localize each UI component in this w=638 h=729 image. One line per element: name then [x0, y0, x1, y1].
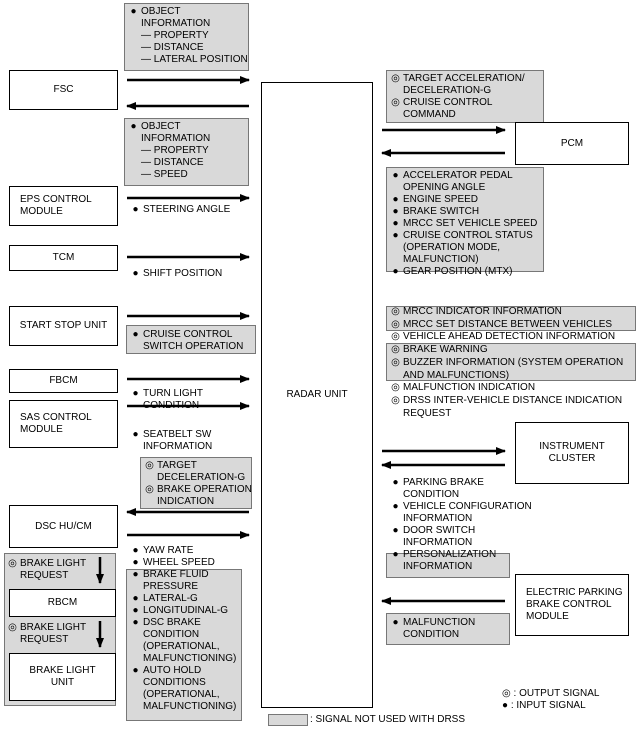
signal-brake-request-1: ◎BRAKE LIGHT REQUEST	[8, 558, 87, 581]
instrument-label-2: CLUSTER	[548, 453, 596, 464]
fsc-label: FSC	[53, 84, 74, 95]
rbcm-label: RBCM	[47, 597, 78, 608]
gray-start-stop	[126, 325, 256, 354]
tcm-label: TCM	[52, 252, 75, 263]
signal-dsc-out: ◎TARGET DECELERATION-G ◎BRAKE OPERATION …	[145, 460, 252, 507]
gray-ic-1	[386, 306, 636, 331]
epb-label-2: BRAKE CONTROL	[526, 599, 612, 610]
dsc-label: DSC HU/CM	[35, 520, 92, 532]
sas-label-1: SAS CONTROL	[20, 412, 92, 423]
gray-pcm-out	[386, 70, 544, 123]
signal-sas: ●SEATBELT SW INFORMATION	[132, 429, 213, 452]
gray-epb	[386, 613, 510, 645]
fsc-box: FSC	[9, 70, 118, 110]
legend-not-used: : SIGNAL NOT USED WITH DRSS	[310, 714, 466, 725]
signal-ic-out: ◎MRCC INDICATOR INFORMATION ◎MRCC SET DI…	[391, 306, 624, 419]
legend-output: ◎ : OUTPUT SIGNAL	[502, 688, 600, 699]
rbcm-box: RBCM	[9, 589, 116, 617]
fbcm-label: FBCM	[49, 375, 78, 386]
gray-personalization	[386, 553, 510, 578]
signal-tcm: ●SHIFT POSITION	[132, 268, 223, 279]
tcm-box: TCM	[9, 245, 118, 271]
gray-dsc-out	[140, 457, 252, 509]
gray-dsc-in	[126, 569, 242, 721]
gray-fsc-out	[124, 3, 249, 71]
signal-pcm-out: ◎TARGET ACCELERATION/ DECELERATION-G ◎CR…	[391, 73, 525, 120]
sas-label-2: MODULE	[20, 424, 63, 435]
signal-eps: ●STEERING ANGLE	[132, 204, 231, 215]
instrument-label-1: INSTRUMENT	[539, 441, 605, 452]
start-stop-label: START STOP UNIT	[19, 320, 108, 331]
epb-label-1: ELECTRIC PARKING	[526, 587, 623, 598]
dsc-box: DSC HU/CM	[9, 505, 118, 548]
signal-fbcm: ●TURN LIGHT CONDITION	[132, 388, 203, 411]
signal-brake-request-2: ◎BRAKE LIGHT REQUEST	[8, 622, 87, 645]
signal-dsc-in: ●YAW RATE ●WHEEL SPEED ●BRAKE FLUID PRES…	[132, 545, 237, 712]
gray-fsc-in	[124, 118, 249, 186]
pcm-box: PCM	[515, 122, 629, 165]
signal-fsc-out: ●OBJECT INFORMATION — PROPERTY — DISTANC…	[128, 6, 247, 66]
pcm-label: PCM	[560, 137, 584, 149]
legend-input: ● : INPUT SIGNAL	[502, 700, 586, 711]
signal-fsc-in: ●OBJECT INFORMATION — PROPERTY — DISTANC…	[130, 121, 211, 180]
input-mark: ●	[130, 6, 137, 17]
radar-unit-box: RADAR UNIT	[261, 82, 373, 708]
signal-start-stop: ●CRUISE CONTROL SWITCH OPERATION	[132, 329, 244, 352]
gray-pcm-in	[386, 167, 544, 272]
signal-epb: ●MALFUNCTION CONDITION	[392, 617, 476, 640]
epb-label-3: MODULE	[526, 611, 569, 622]
brake-light-unit-label-2: UNIT	[50, 677, 75, 688]
radar-unit-label: RADAR UNIT	[286, 389, 348, 400]
fbcm-box: FBCM	[9, 369, 118, 393]
brake-light-unit-label-1: BRAKE LIGHT	[29, 665, 96, 676]
signal-ic-in: ●PARKING BRAKE CONDITION ●VEHICLE CONFIG…	[392, 477, 532, 572]
start-stop-box: START STOP UNIT	[9, 306, 118, 346]
legend-gray-box	[268, 714, 308, 726]
gray-ic-2	[386, 343, 636, 381]
signal-pcm-in: ●ACCELERATOR PEDAL OPENING ANGLE ●ENGINE…	[392, 170, 538, 277]
eps-label-2: MODULE	[20, 206, 63, 217]
eps-label-1: EPS CONTROL	[20, 194, 92, 205]
